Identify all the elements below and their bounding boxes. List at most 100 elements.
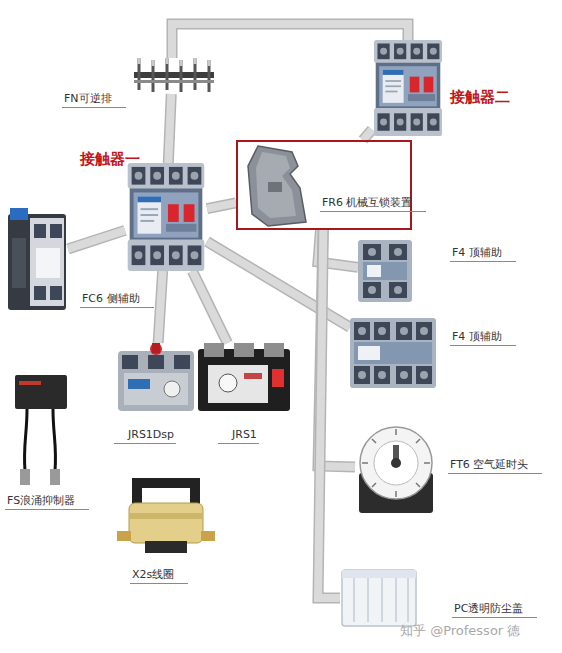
coil-picture [117, 531, 131, 541]
side-auxiliary-picture [50, 224, 62, 238]
band-edge [168, 94, 171, 163]
thermal-relay-picture [198, 349, 290, 411]
band-fill [158, 271, 163, 343]
part-label: FT6 空气延时头 [448, 458, 542, 474]
part-node: JRS1 [198, 343, 290, 411]
top-auxiliary-picture [350, 318, 436, 388]
mechanical-interlock-picture [268, 182, 282, 192]
part-node: F4 顶辅助 [350, 318, 436, 388]
pneumatic-timer-picture [359, 473, 433, 513]
reversing-busbar-picture [139, 58, 209, 66]
thermal-relay-picture [198, 343, 290, 411]
thermal-relay-picture [244, 373, 262, 379]
connector-band [192, 271, 227, 343]
surge-suppressor-picture [24, 409, 55, 471]
thermal-relay-picture [150, 343, 162, 355]
coil-picture [117, 483, 215, 553]
coil-picture [137, 483, 195, 507]
pneumatic-timer-picture [360, 427, 432, 499]
side-auxiliary-picture [36, 248, 60, 278]
pneumatic-timer-picture [374, 441, 418, 485]
contactor-one-picture [128, 163, 205, 271]
side-auxiliary-picture [12, 238, 26, 288]
top-auxiliary-picture [358, 240, 412, 302]
coil-picture [129, 513, 203, 519]
thermal-relay-picture [128, 379, 150, 389]
pneumatic-timer-picture [359, 427, 433, 513]
band-fill [363, 130, 372, 140]
connector-band [363, 130, 372, 140]
connector-band [168, 94, 171, 163]
band-fill [168, 94, 171, 163]
side-auxiliary-picture [8, 214, 66, 310]
thermal-relay-picture [118, 343, 194, 411]
surge-suppressor-picture [20, 469, 30, 485]
side-auxiliary-picture [34, 224, 46, 238]
reversing-busbar-picture [139, 58, 209, 92]
band-fill [172, 24, 408, 58]
thermal-relay-picture [234, 343, 254, 357]
thermal-relay-picture [204, 343, 224, 357]
mechanical-interlock-picture [256, 152, 296, 218]
thermal-relay-picture [124, 373, 188, 405]
side-auxiliary-picture [30, 218, 64, 306]
part-node: FC6 侧辅助 [0, 208, 68, 312]
contactor-node: 接触器一 [125, 163, 207, 271]
contactor-two-picture [374, 40, 442, 136]
band-edge [192, 271, 227, 343]
side-auxiliary-picture [10, 208, 28, 220]
coil-picture [201, 531, 215, 541]
thermal-relay-picture [148, 355, 164, 369]
part-node: F4 顶辅助 [358, 240, 412, 302]
surge-suppressor-picture [50, 469, 60, 485]
part-node: FS浪涌抑制器 [5, 375, 73, 487]
reversing-busbar-picture [134, 72, 214, 78]
part-label: JRS1Dsp [114, 428, 176, 444]
side-auxiliary-picture [8, 208, 66, 310]
band-fill [207, 242, 350, 328]
dust-cover-picture [342, 570, 416, 578]
band-edge [172, 24, 408, 58]
part-node: PC透明防尘盖 [340, 568, 418, 628]
connector-band [207, 203, 236, 209]
part-label: JRS1 [218, 428, 259, 444]
mechanical-interlock-picture [248, 146, 306, 226]
connector-band [318, 230, 340, 598]
thermal-relay-picture [174, 355, 190, 369]
thermal-relay-picture [264, 343, 284, 357]
thermal-relay-picture [272, 369, 284, 387]
mechanical-interlock-picture [248, 146, 306, 226]
band-fill [192, 271, 227, 343]
coil-picture [145, 541, 187, 553]
pneumatic-timer-picture [362, 429, 430, 497]
part-node: JRS1Dsp [118, 343, 194, 411]
surge-suppressor-picture [15, 375, 67, 409]
band-edge [68, 230, 125, 249]
part-label: F4 顶辅助 [450, 246, 516, 262]
connector-band [68, 230, 125, 249]
band-edge [158, 271, 163, 343]
part-label: F4 顶辅助 [450, 330, 516, 346]
pneumatic-timer-picture [393, 445, 399, 465]
interlock-box: FR6 机械互锁装置 [236, 140, 412, 230]
band-edge [207, 242, 350, 328]
connector-band [158, 271, 163, 343]
dust-cover-picture [354, 574, 408, 622]
side-auxiliary-picture [50, 286, 62, 300]
part-node: FT6 空气延时头 [355, 423, 437, 513]
band-edge [363, 130, 372, 140]
thermal-relay-picture [208, 365, 268, 403]
thermal-relay-picture [164, 381, 180, 397]
contactor-label: 接触器二 [450, 88, 510, 106]
band-edge [207, 203, 236, 209]
reversing-busbar-picture [134, 80, 214, 83]
band-fill [68, 230, 125, 249]
band-fill [207, 203, 236, 209]
coil-picture [129, 503, 203, 543]
reversing-busbar-picture [134, 58, 214, 92]
band-edge [318, 230, 340, 598]
connector-band [207, 242, 350, 328]
thermal-relay-picture [152, 343, 160, 353]
